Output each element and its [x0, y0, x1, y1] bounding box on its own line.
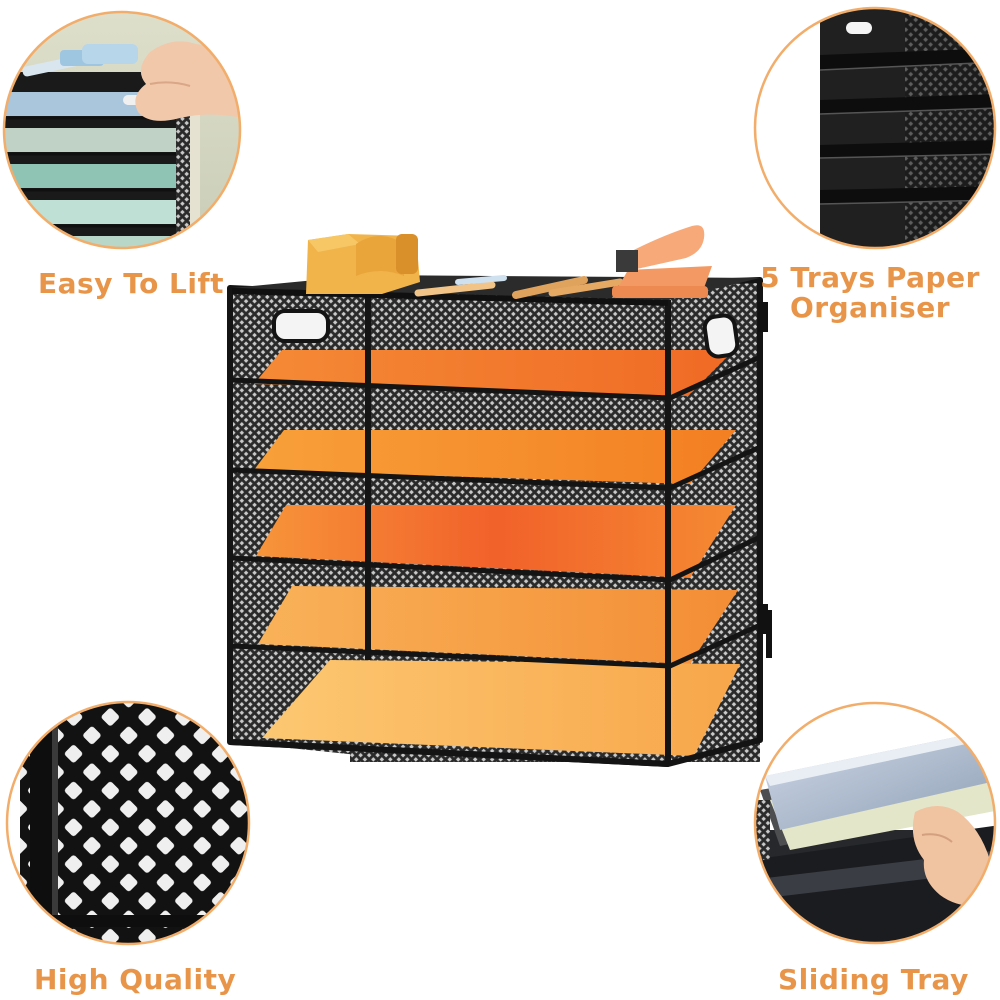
tray-5-sheet [262, 660, 740, 756]
sliding-tray-photo [753, 701, 997, 945]
handle-slot-icon [846, 22, 872, 34]
hand-icon [912, 806, 990, 907]
five-trays-label: 5 Trays Paper Organiser [752, 263, 988, 323]
sliding-tray-label: Sliding Tray [778, 963, 969, 996]
tray-2-sheet [254, 430, 736, 484]
tape-dispenser-icon [306, 234, 420, 294]
five-trays-label-line2: Organiser [789, 291, 951, 324]
five-trays-photo [753, 6, 997, 250]
tray-4-sheet [258, 586, 738, 664]
tray-3-sheet [256, 505, 736, 578]
handle-slot-icon [272, 309, 330, 343]
handle-slot-icon [702, 313, 740, 359]
easy-to-lift-photo [2, 10, 242, 250]
high-quality-mesh-closeup [5, 700, 251, 946]
mesh-pattern-icon [20, 702, 249, 944]
hand-icon [135, 41, 240, 121]
easy-to-lift-label: Easy To Lift [38, 267, 225, 300]
desk-items-thumbnail [22, 44, 138, 77]
high-quality-label: High Quality [34, 963, 237, 996]
stapler-icon [612, 225, 712, 298]
five-trays-label-line1: 5 Trays Paper [760, 261, 980, 294]
mesh-paper-organizer [227, 225, 772, 767]
pen-icon [414, 275, 624, 299]
